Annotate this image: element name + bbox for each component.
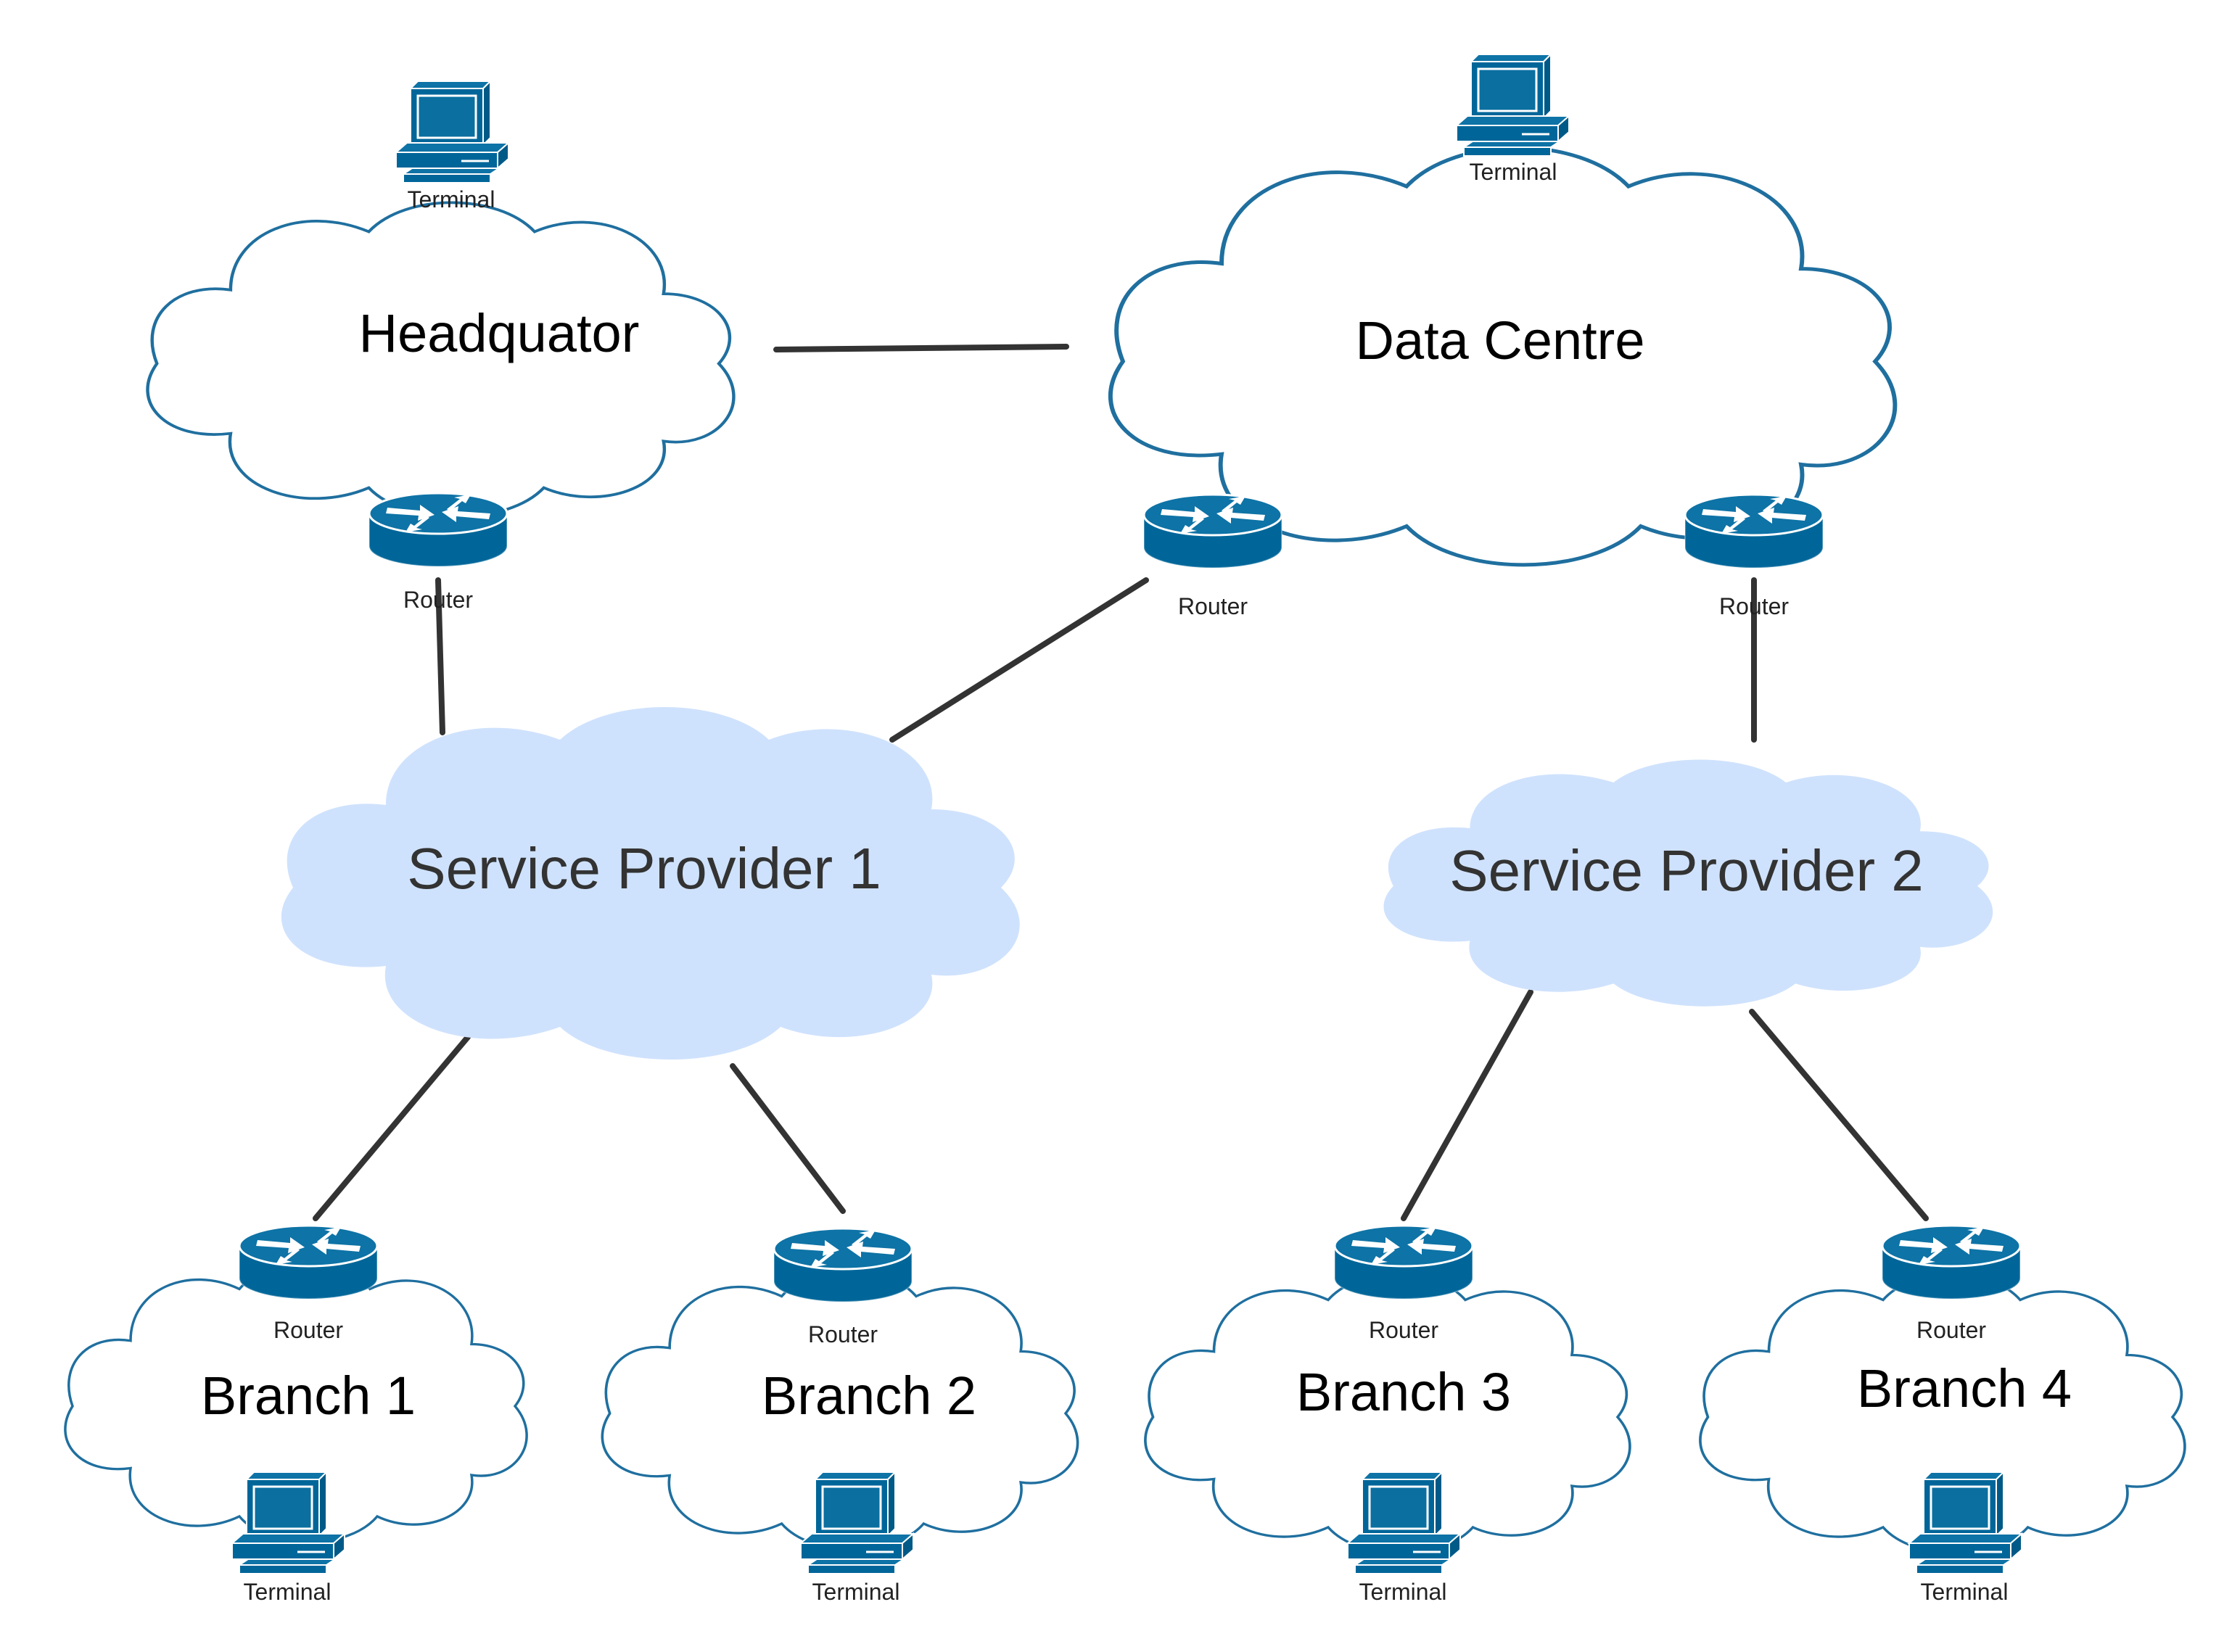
link-dc-router-sp1 <box>889 577 1149 743</box>
terminal-label: Terminal <box>1359 1579 1447 1605</box>
cloud-branch-2: Branch 2 <box>601 1269 1079 1551</box>
terminal-icon: Terminal <box>1346 1471 1462 1605</box>
router-label: Router <box>1719 593 1789 619</box>
terminal-label: Terminal <box>244 1579 331 1605</box>
router-icon: Router <box>1142 493 1283 619</box>
link-sp1-branch2 <box>730 1063 846 1214</box>
terminal-icon: Terminal <box>799 1471 915 1605</box>
terminal-label: Terminal <box>812 1579 900 1605</box>
cloud-label: Service Provider 1 <box>407 836 881 901</box>
terminal-icon: Terminal <box>395 80 510 212</box>
cloud-label: Branch 3 <box>1296 1362 1511 1422</box>
terminal-label: Terminal <box>1921 1579 2009 1605</box>
router-label: Router <box>1178 593 1248 619</box>
cloud-branch-1: Branch 1 <box>64 1262 528 1544</box>
terminal-icon: Terminal <box>231 1471 346 1605</box>
cloud-service-provider-1: Service Provider 1 <box>281 707 1020 1060</box>
links <box>313 344 1929 1221</box>
cloud-label: Data Centre <box>1356 310 1645 371</box>
link-hq-datacentre <box>773 344 1069 352</box>
cloud-label: Service Provider 2 <box>1449 838 1924 903</box>
cloud-service-provider-2: Service Provider 2 <box>1383 759 1993 1007</box>
terminal-icon: Terminal <box>1455 53 1570 185</box>
cloud-branch-3: Branch 3 <box>1144 1273 1631 1555</box>
cloud-label: Branch 2 <box>762 1366 976 1426</box>
router-label: Router <box>273 1317 343 1343</box>
router-label: Router <box>1916 1317 1986 1343</box>
router-icon: Router <box>1684 493 1824 619</box>
router-icon: Router <box>238 1224 379 1343</box>
link-sp2-branch4 <box>1749 1009 1929 1221</box>
cloud-branch-4: Branch 4 <box>1699 1273 2186 1555</box>
terminal-label: Terminal <box>1470 159 1557 185</box>
link-hq-router-sp1 <box>435 577 445 735</box>
router-label: Router <box>1369 1317 1438 1343</box>
cloud-label: Headquator <box>359 303 640 363</box>
router-label: Router <box>403 587 473 613</box>
cloud-label: Branch 1 <box>201 1366 416 1426</box>
router-icon: Router <box>1333 1224 1474 1343</box>
router-icon: Router <box>773 1227 913 1347</box>
link-sp2-branch3 <box>1401 989 1533 1221</box>
router-icon: Router <box>1881 1224 2022 1343</box>
cloud-label: Branch 4 <box>1857 1358 2072 1418</box>
terminal-icon: Terminal <box>1908 1471 2023 1605</box>
link-sp1-branch1 <box>313 1034 471 1221</box>
router-icon: Router <box>368 492 508 613</box>
cloud-headquarters: Headquator <box>148 202 734 516</box>
router-label: Router <box>808 1321 878 1347</box>
cloud-data-centre: Data Centre <box>1111 148 1895 565</box>
terminal-label: Terminal <box>408 186 495 212</box>
